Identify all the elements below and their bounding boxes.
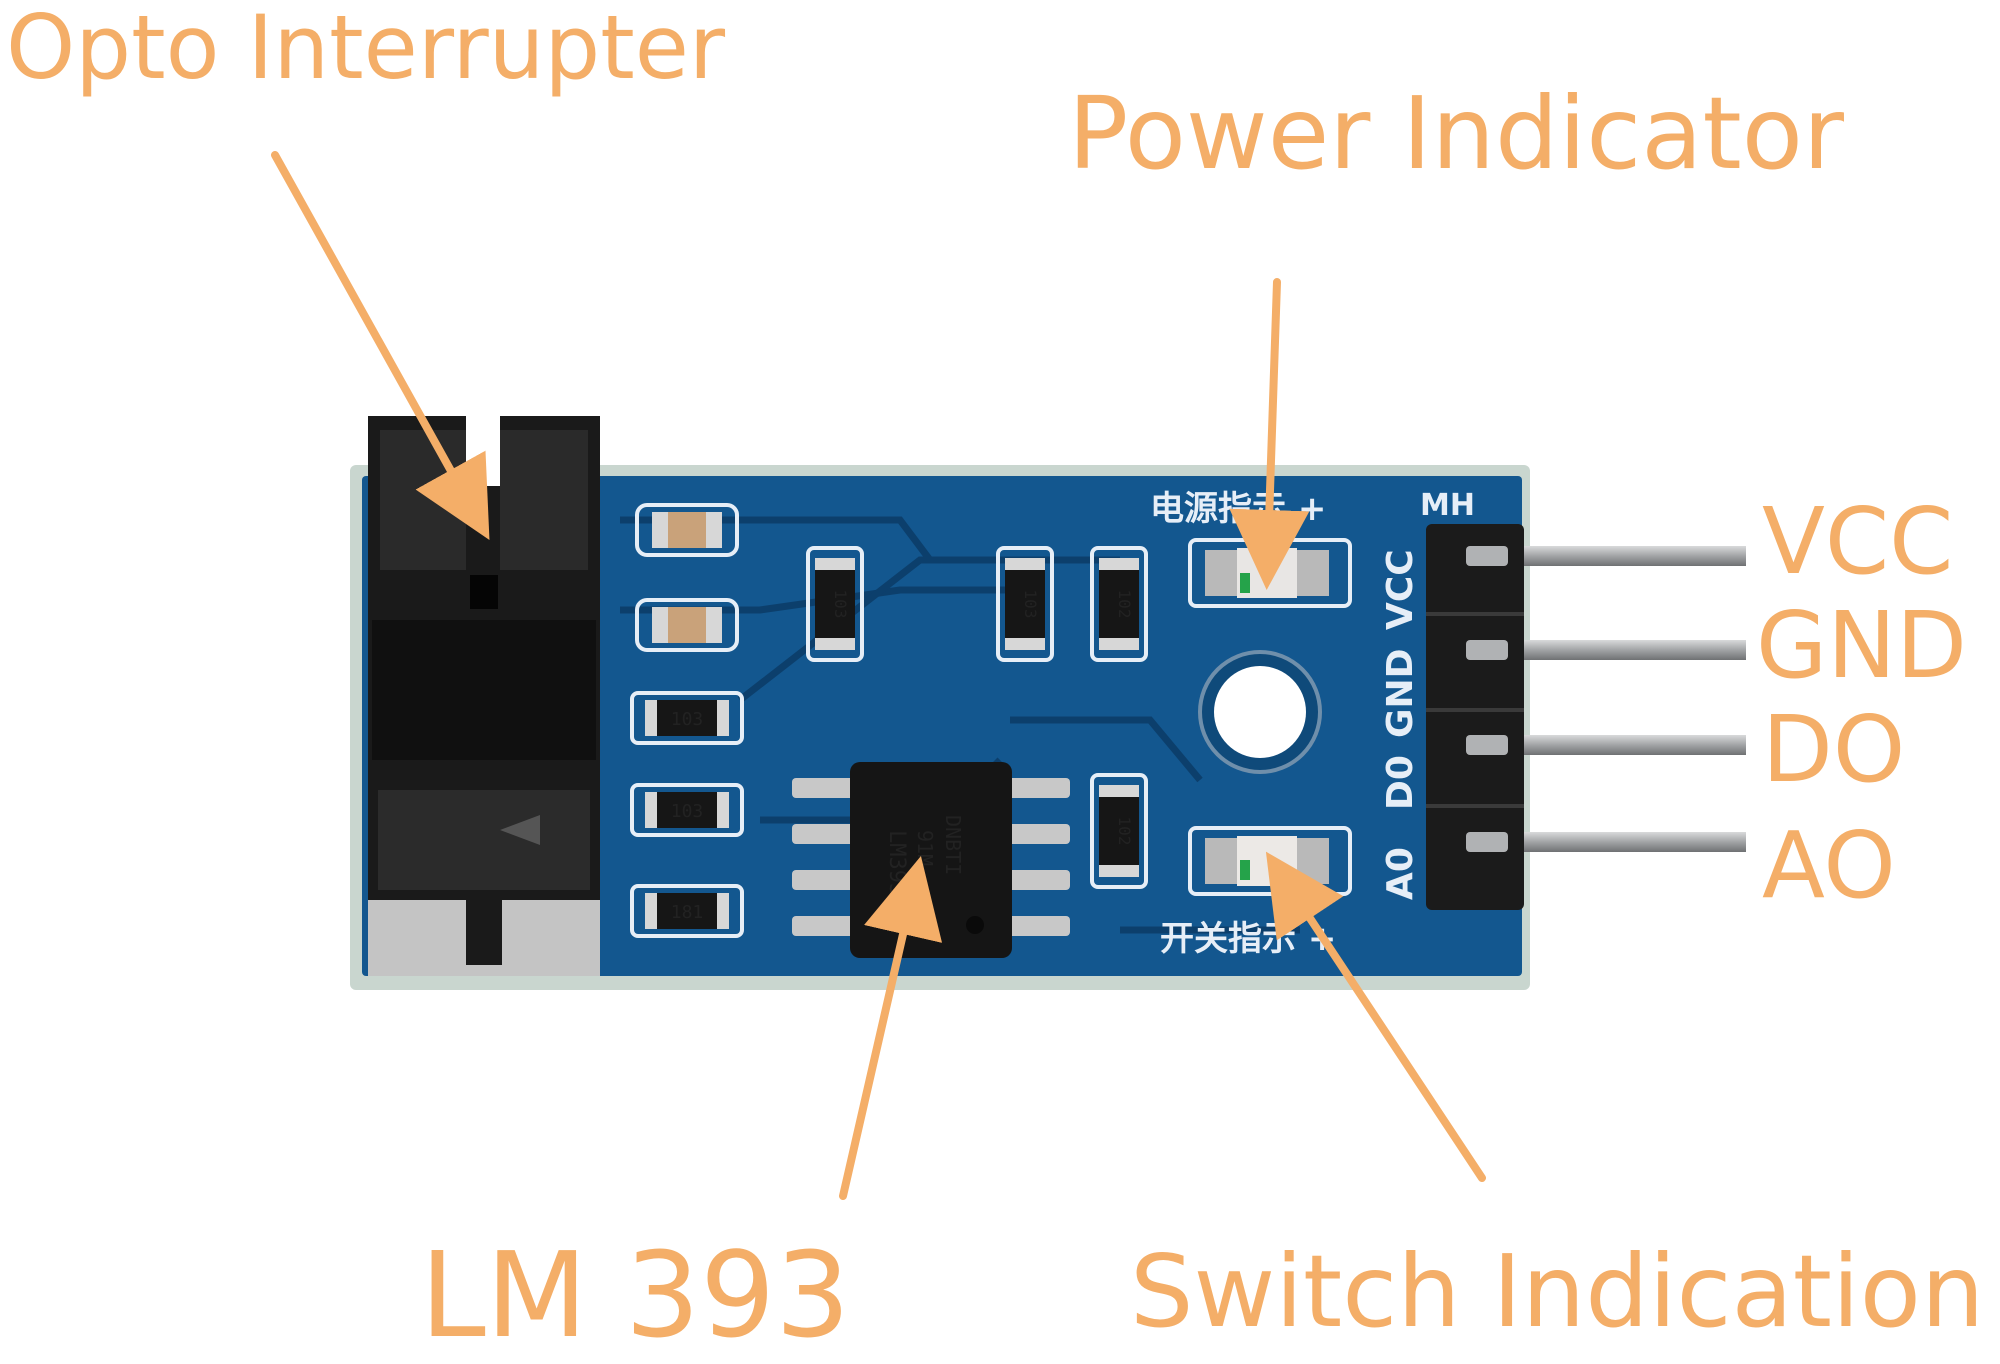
resistor-r2-code: 103 (1021, 590, 1040, 619)
capacitor-1 (635, 503, 739, 557)
resistor-r3-code: 102 (1115, 590, 1134, 619)
opto-arrow (271, 151, 490, 540)
resistor-r4: 103 (630, 691, 744, 745)
pin-label-ao: AO (1762, 812, 1896, 919)
power-arrow (1229, 278, 1310, 590)
silk-pin-gnd: GND (1380, 648, 1421, 738)
resistor-r4-code: 103 (671, 709, 704, 730)
capacitor-2 (635, 598, 739, 652)
callout-opto-interrupter: Opto Interrupter (6, 0, 726, 99)
switch-arrow (1265, 851, 1486, 1182)
resistor-r1-code: 103 (831, 590, 850, 619)
lm393-arrow (839, 856, 943, 1200)
header-pin-icon (1426, 524, 1746, 910)
callout-power-indicator: Power Indicator (1068, 75, 1845, 192)
resistor-r6: 181 (630, 884, 744, 938)
resistor-r1: 103 (806, 546, 864, 662)
mounting-hole-icon (1198, 650, 1322, 774)
silk-pin-a0: A0 (1380, 847, 1421, 900)
resistor-r6-code: 181 (671, 902, 704, 923)
silk-pin-vcc: VCC (1380, 549, 1421, 630)
chip-marking-2: 91M (913, 830, 937, 866)
chip-marking-1: LM393 (884, 830, 909, 896)
silk-header-label: MH (1420, 488, 1475, 523)
pin-label-vcc: VCC (1762, 488, 1954, 595)
silk-power-led-label: 电源指示 + (1150, 489, 1326, 529)
pin-label-do: DO (1762, 696, 1906, 803)
resistor-r7-code: 102 (1115, 817, 1134, 846)
callout-switch-indication: Switch Indication (1130, 1233, 1985, 1350)
resistor-r2: 103 (996, 546, 1054, 662)
resistor-r5: 103 (630, 783, 744, 837)
silk-pin-d0: D0 (1380, 755, 1421, 810)
resistor-r7: 102 (1090, 773, 1148, 889)
opto-interrupter-icon (368, 416, 600, 976)
callout-lm393: LM 393 (420, 1226, 851, 1364)
pin-label-gnd: GND (1756, 592, 1967, 699)
resistor-r5-code: 103 (671, 801, 704, 822)
chip-marking-3: DNBTI (941, 815, 965, 875)
resistor-r3: 102 (1090, 546, 1148, 662)
